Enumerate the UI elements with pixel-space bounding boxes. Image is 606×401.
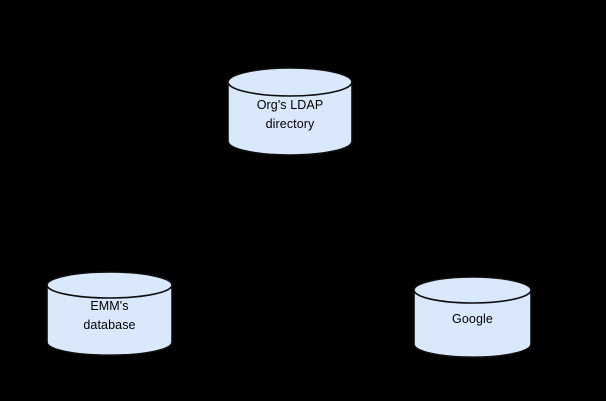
database-cylinder-icon <box>46 271 173 356</box>
database-cylinder-icon <box>413 276 532 358</box>
node-google[interactable]: Google <box>413 276 532 358</box>
database-cylinder-icon <box>227 67 353 156</box>
node-ldap-directory[interactable]: Org's LDAP directory <box>227 67 353 156</box>
node-emm-database[interactable]: EMM's database <box>46 271 173 356</box>
